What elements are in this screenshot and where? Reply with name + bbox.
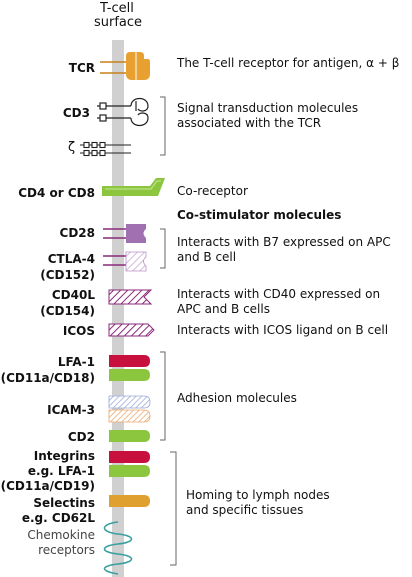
- desc-signal-2: associated with the TCR: [177, 116, 322, 130]
- label-cd4-cd8: CD4 or CD8: [18, 186, 95, 200]
- icos-molecule: [108, 323, 155, 337]
- desc-icos: Interacts with ICOS ligand on B cell: [177, 323, 389, 337]
- adhesion-bracket: [160, 351, 166, 441]
- tcr-molecule: [100, 52, 150, 80]
- label-cd3: CD3: [62, 106, 90, 120]
- desc-coreceptor: Co-receptor: [177, 184, 248, 198]
- desc-cd40-2: APC and B cells: [177, 302, 270, 316]
- zeta-chain: [80, 141, 131, 157]
- desc-tcr: The T-cell receptor for antigen, α + β: [177, 56, 400, 70]
- cell-membrane: [112, 40, 124, 577]
- coreceptor-molecule: [102, 178, 165, 196]
- desc-homing-2: and specific tissues: [186, 503, 304, 517]
- desc-b7-2: and B cell: [177, 250, 237, 264]
- label-lfa1-2: (CD11a/CD18): [0, 371, 95, 385]
- label-selectins-1: Selectins: [33, 496, 95, 510]
- icam3-molecule: [108, 395, 151, 423]
- label-cd40l-2: (CD154): [40, 304, 95, 318]
- label-integrins-1: Integrins: [33, 449, 95, 463]
- label-ctla4-2: (CD152): [40, 268, 95, 282]
- desc-homing-1: Homing to lymph nodes: [186, 488, 330, 502]
- cd2-molecule: [109, 430, 150, 442]
- label-chemokine-1: Chemokine: [27, 528, 95, 542]
- desc-costim-heading: Co-stimulator molecules: [177, 208, 342, 222]
- label-tcr: TCR: [68, 61, 95, 75]
- chemokine-receptor: [103, 521, 133, 575]
- cd28-molecule: [103, 224, 146, 243]
- label-icam3: ICAM-3: [47, 403, 95, 417]
- ctla4-molecule: [103, 251, 147, 272]
- desc-signal-1: Signal transduction molecules: [177, 101, 359, 115]
- label-selectins-2: e.g. CD62L: [21, 511, 95, 525]
- label-cd40l-1: CD40L: [51, 288, 95, 302]
- label-icos: ICOS: [62, 324, 95, 338]
- label-cd28: CD28: [59, 226, 95, 240]
- integrin-molecule: [109, 451, 150, 477]
- header-tcell: T-cell: [100, 1, 134, 16]
- label-lfa1-1: LFA-1: [57, 355, 95, 369]
- cd3-molecule: [97, 97, 149, 127]
- label-ctla4-1: CTLA-4: [47, 252, 95, 266]
- label-integrins-2: e.g. LFA-1: [27, 464, 95, 478]
- cd3-bracket: [160, 96, 166, 156]
- lfa1-molecule: [109, 355, 150, 381]
- label-integrins-3: (CD11a/CD19): [0, 479, 95, 493]
- cd40l-molecule: [108, 289, 153, 305]
- desc-b7-1: Interacts with B7 expressed on APC: [177, 235, 391, 249]
- label-cd2: CD2: [67, 430, 95, 444]
- desc-adhesion: Adhesion molecules: [177, 391, 297, 405]
- label-zeta: ζ: [68, 140, 76, 155]
- selectin-molecule: [109, 495, 150, 507]
- header-surface: surface: [94, 15, 143, 30]
- costim-bracket: [160, 228, 166, 269]
- label-chemokine-2: receptors: [38, 543, 95, 557]
- homing-bracket: [170, 451, 177, 566]
- desc-cd40-1: Interacts with CD40 expressed on: [177, 287, 381, 301]
